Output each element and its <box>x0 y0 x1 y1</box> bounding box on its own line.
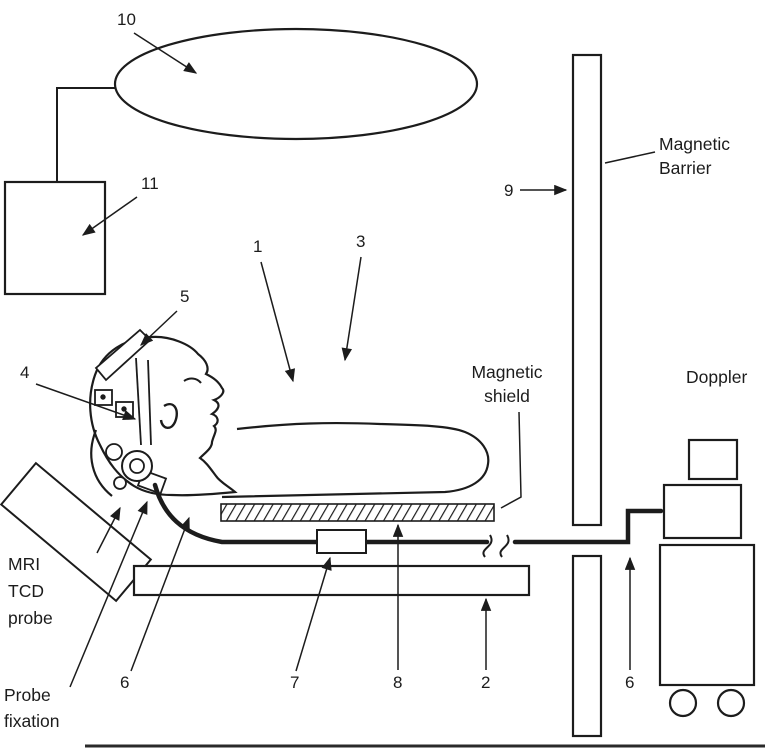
probe-fixation-assembly <box>90 328 168 497</box>
coil-ellipse <box>113 27 479 141</box>
patient-torso <box>221 421 490 499</box>
buckle-pin-1 <box>100 394 106 400</box>
magnetic-shield <box>220 503 495 522</box>
label-9: 9 <box>504 181 513 200</box>
label-probe-fixation-line1: Probe <box>4 685 51 705</box>
leader-1 <box>260 261 296 383</box>
doppler-wheel-left <box>668 688 698 718</box>
magnetic-barrier <box>571 53 603 738</box>
leader-mri-tcd-probe <box>96 506 121 554</box>
doppler-console <box>662 483 743 540</box>
eye-mark <box>183 377 202 384</box>
fixation-joint-circle <box>105 443 123 461</box>
label-8: 8 <box>393 673 402 692</box>
label-magnetic-shield-line1: Magnetic <box>471 362 542 382</box>
chin-strap-line-2 <box>147 359 152 446</box>
probe-cable-right <box>512 508 664 545</box>
callout-leaders <box>35 32 656 688</box>
cable-break-squiggle-1 <box>482 534 493 558</box>
fixation-arc-arm <box>90 429 113 497</box>
label-probe: probe <box>8 608 53 628</box>
device-box <box>3 180 107 296</box>
coil-and-amplifier <box>3 27 479 296</box>
label-2: 2 <box>481 673 490 692</box>
doppler-machine <box>658 438 756 718</box>
patient-bed <box>132 564 531 597</box>
inline-connector-box <box>316 529 367 554</box>
doppler-monitor <box>687 438 739 481</box>
tcd-probe-inner <box>129 458 145 474</box>
leader-7 <box>295 556 332 672</box>
leader-4 <box>35 383 137 421</box>
leader-6-left <box>130 516 190 672</box>
buckle-pin-2 <box>121 406 127 412</box>
leader-3 <box>341 256 362 362</box>
doppler-cart-body <box>658 543 756 687</box>
label-4: 4 <box>20 363 29 382</box>
chin-strap-line-1 <box>135 357 142 446</box>
leader-magnetic-barrier <box>604 151 656 164</box>
leader-probe-fixation <box>69 500 148 688</box>
doppler-wheel-right <box>716 688 746 718</box>
label-3: 3 <box>356 232 365 251</box>
label-6-left: 6 <box>120 673 129 692</box>
label-1: 1 <box>253 237 262 256</box>
magnetic-barrier-upper <box>571 53 603 527</box>
label-magnetic-barrier-line1: Magnetic <box>659 134 730 154</box>
label-magnetic-shield-line2: shield <box>484 386 530 406</box>
ear-mark <box>159 403 178 429</box>
leader-5 <box>140 310 178 346</box>
leader-10 <box>133 32 198 74</box>
label-11: 11 <box>141 174 159 193</box>
label-probe-fixation-line2: fixation <box>4 711 59 731</box>
cable-break-squiggle-2 <box>499 534 510 558</box>
fixation-small-circle <box>113 476 127 490</box>
leader-11 <box>81 196 138 236</box>
label-5: 5 <box>180 287 189 306</box>
label-magnetic-barrier-line2: Barrier <box>659 158 712 178</box>
label-6-right: 6 <box>625 673 634 692</box>
label-7: 7 <box>290 673 299 692</box>
leader-magnetic-shield <box>500 411 522 509</box>
label-mri: MRI <box>8 554 40 574</box>
label-10: 10 <box>117 10 136 29</box>
coil-to-box-connector <box>56 87 115 182</box>
label-tcd: TCD <box>8 581 44 601</box>
magnetic-barrier-lower <box>571 554 603 738</box>
label-doppler: Doppler <box>686 367 747 387</box>
